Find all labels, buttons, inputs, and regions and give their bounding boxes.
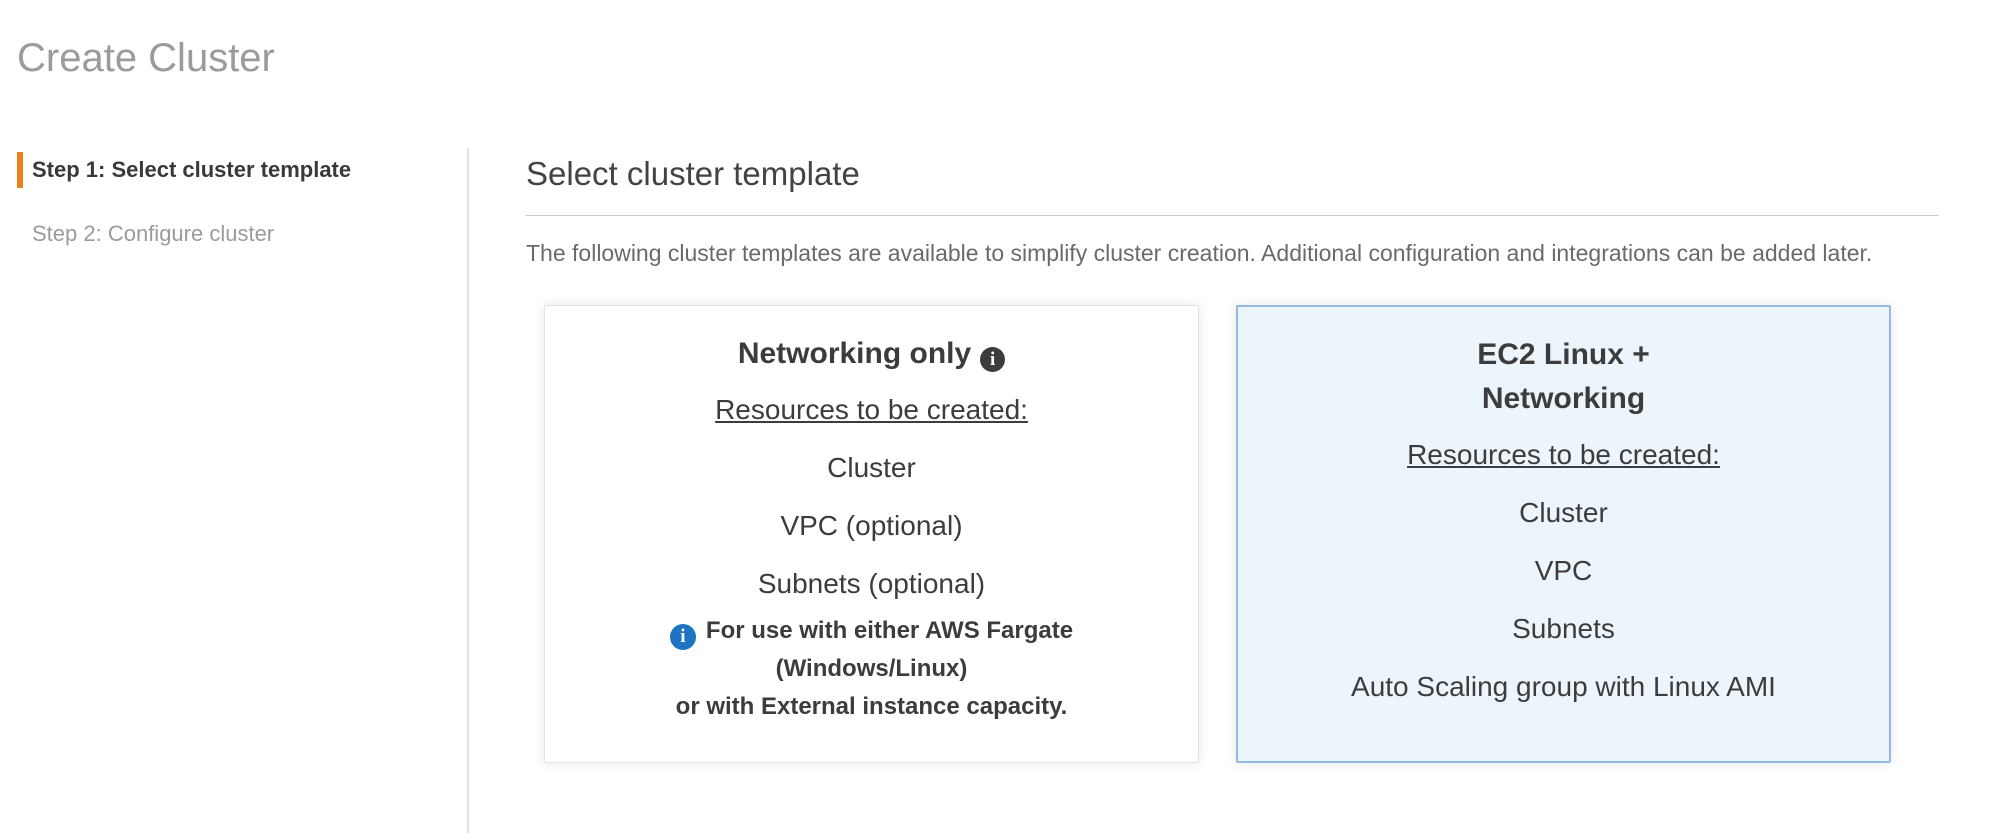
card-note: For use with either AWS Fargate (Windows… <box>545 612 1198 726</box>
card-title: Networking only <box>737 332 1006 376</box>
card-note-line1: For use with either AWS Fargate (Windows… <box>705 617 1074 682</box>
template-card-ec2-linux-networking[interactable]: EC2 Linux + Networking Resources to be c… <box>1236 305 1891 763</box>
template-card-networking-only[interactable]: Networking only Resources to be created:… <box>544 305 1199 763</box>
main-content: Select cluster template The following cl… <box>469 148 1999 833</box>
card-title-text: Networking only <box>737 337 972 370</box>
resource-item: VPC (optional) <box>780 510 963 541</box>
card-title: EC2 Linux + Networking <box>1477 333 1650 421</box>
card-title-line1: EC2 Linux + <box>1477 338 1650 371</box>
sidebar-step-2-label: Step 2: Configure cluster <box>32 221 275 246</box>
resources-label: Resources to be created: <box>1407 439 1720 470</box>
resource-item: VPC <box>1534 555 1593 586</box>
info-icon <box>669 624 696 650</box>
sidebar-step-1[interactable]: Step 1: Select cluster template <box>17 152 467 188</box>
section-title: Select cluster template <box>526 155 860 192</box>
template-cards-row: Networking only Resources to be created:… <box>544 305 1939 763</box>
sidebar-step-1-label: Step 1: Select cluster template <box>32 157 352 182</box>
wizard-steps-sidebar: Step 1: Select cluster template Step 2: … <box>0 148 469 833</box>
resource-item: Cluster <box>827 452 916 483</box>
page-title: Create Cluster <box>17 36 275 80</box>
card-title-line2: Networking <box>1481 382 1646 415</box>
resource-item: Subnets <box>1512 613 1615 644</box>
card-note-line2: or with External instance capacity. <box>675 693 1068 720</box>
section-description: The following cluster templates are avai… <box>526 240 1873 266</box>
wizard-layout: Step 1: Select cluster template Step 2: … <box>0 148 1999 833</box>
section-divider <box>526 215 1939 216</box>
sidebar-step-2[interactable]: Step 2: Configure cluster <box>32 216 467 252</box>
resource-item: Subnets (optional) <box>757 568 986 599</box>
resource-item: Cluster <box>1519 497 1608 528</box>
resources-label: Resources to be created: <box>715 394 1028 425</box>
info-icon[interactable] <box>980 347 1006 372</box>
resource-item: Auto Scaling group with Linux AMI <box>1351 671 1776 702</box>
